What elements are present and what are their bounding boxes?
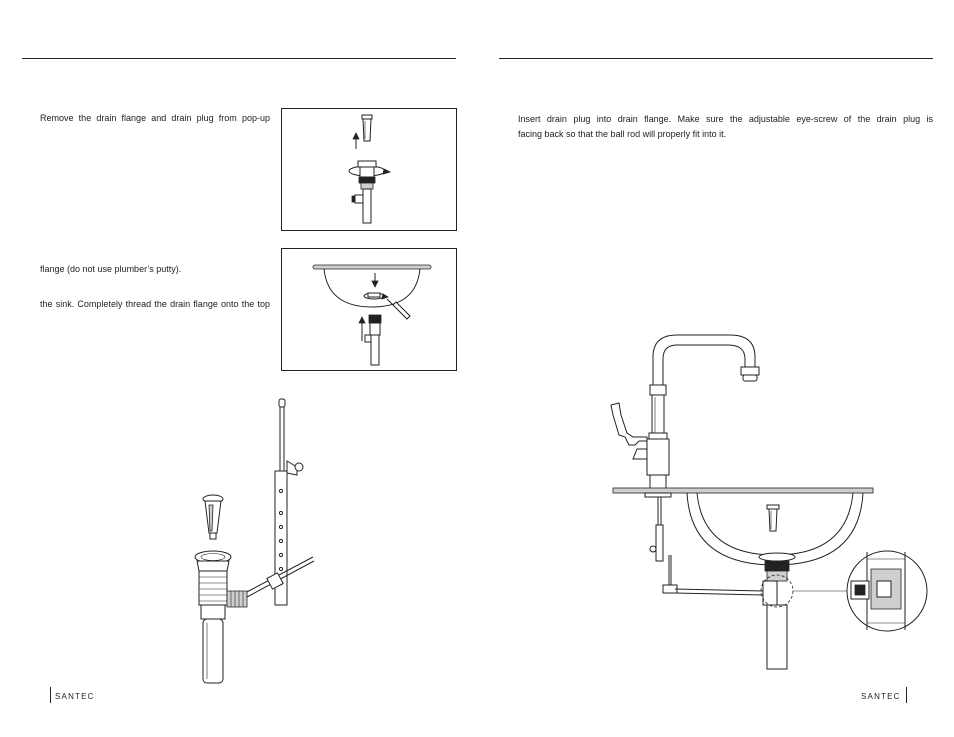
right-top-rule <box>499 58 933 59</box>
drain-assembly-illustration <box>194 398 315 684</box>
left-top-rule <box>22 58 456 59</box>
right-text-line2: facing back so that the ball rod will pr… <box>518 129 727 139</box>
step2-text-b: the sink. Completely thread the drain fl… <box>40 299 270 309</box>
figure-remove-drain-plug <box>281 108 457 231</box>
remove-plug-illustration <box>348 114 392 224</box>
step1-text: Remove the drain flange and drain plug f… <box>40 113 270 123</box>
right-footer-bar <box>906 687 907 703</box>
faucet-sink-illustration <box>610 334 928 670</box>
left-footer-bar <box>50 687 51 703</box>
step2-text-a: flange (do not use plumber’s putty). <box>40 264 182 274</box>
install-flange-illustration <box>312 264 432 366</box>
right-brand: SANTEC <box>861 692 901 701</box>
figure-install-flange <box>281 248 457 371</box>
right-text-line1: Insert drain plug into drain flange. Mak… <box>518 114 933 124</box>
left-brand: SANTEC <box>55 692 95 701</box>
